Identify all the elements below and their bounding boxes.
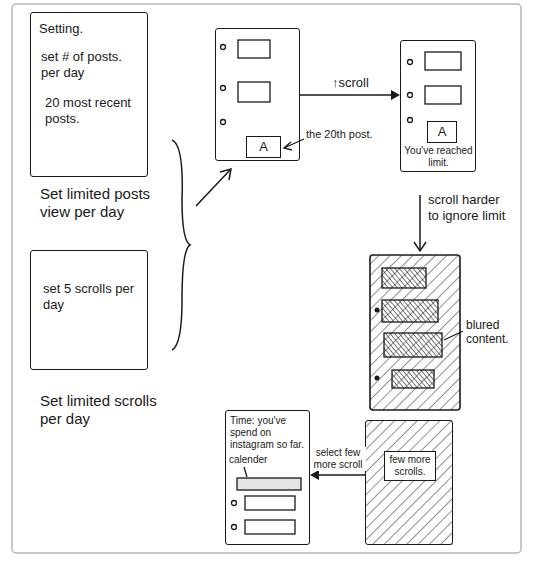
post-text: A xyxy=(427,121,457,143)
flow-arrow xyxy=(310,470,365,480)
annotation: scroll harder to ignore limit xyxy=(428,192,510,223)
bullet-dot xyxy=(375,308,380,313)
node-text: Setting. xyxy=(39,21,139,37)
arrow-stroke xyxy=(419,195,421,250)
blurred-post xyxy=(382,300,438,322)
blurred-post xyxy=(392,370,434,388)
node-text: 20 most recent posts. xyxy=(45,95,141,126)
bullet-dot xyxy=(408,93,413,98)
blurred-post xyxy=(384,333,442,357)
feed-items xyxy=(232,467,302,534)
bullet-dot xyxy=(408,118,413,123)
post-text: A xyxy=(246,136,281,158)
node-text: set # of posts. per day xyxy=(41,49,141,80)
leader-line xyxy=(444,331,463,340)
settings-phone: Setting. set # of posts. per day 20 most r… xyxy=(30,12,148,177)
post-text: few more scrolls. xyxy=(384,451,436,481)
arrow-head xyxy=(391,90,400,100)
bullet-dot xyxy=(221,86,226,91)
bullet-dot xyxy=(232,525,237,530)
arrow-stroke xyxy=(318,474,365,476)
edge-label: select few more scroll xyxy=(310,447,366,471)
time-phone: Time: you've spend on instagram so far. xyxy=(225,410,310,545)
feed-items xyxy=(408,52,462,123)
post-box xyxy=(238,82,270,102)
arrow-stroke xyxy=(300,94,392,96)
leader-stroke xyxy=(284,139,304,148)
edge-label: ↑scroll xyxy=(330,75,371,91)
annotation: blured content. xyxy=(466,318,526,347)
settings-phone: set 5 scrolls per day xyxy=(30,250,148,370)
limit-phone: AYou've reached limit. xyxy=(400,40,476,172)
arrow-head xyxy=(284,142,292,150)
curly-bracket xyxy=(172,140,231,350)
bullet-dot xyxy=(375,376,380,381)
leader-line xyxy=(284,139,304,150)
bracket-stroke xyxy=(172,140,190,350)
post-box xyxy=(425,86,461,104)
arrow-head xyxy=(220,169,231,180)
leader-line xyxy=(244,467,247,477)
annotation: calender xyxy=(229,454,289,466)
feed-items xyxy=(221,40,271,125)
time-bar xyxy=(237,478,301,490)
bullet-dot xyxy=(221,120,226,125)
post-box xyxy=(425,52,461,70)
bracket-arrow xyxy=(196,170,230,206)
hatched-phone: few more scrolls. xyxy=(365,420,453,545)
blurred-phone xyxy=(370,255,463,410)
flow-arrow xyxy=(300,90,400,100)
arrow-head xyxy=(414,242,426,251)
post-box xyxy=(238,40,270,58)
annotation: the 20th post. xyxy=(306,128,378,141)
blurred-post xyxy=(382,268,426,288)
post-box xyxy=(245,520,295,534)
caption: Set limited scrolls per day xyxy=(40,392,170,428)
arrow-head xyxy=(310,470,319,480)
node-text: set 5 scrolls per day xyxy=(43,281,139,312)
bullet-dot xyxy=(408,60,413,65)
feed-phone: A xyxy=(215,28,300,161)
caption: Set limited posts view per day xyxy=(40,185,180,221)
phone-outline xyxy=(370,255,460,410)
hatched-screen xyxy=(365,420,453,545)
page-frame xyxy=(12,4,521,553)
bullet-dot xyxy=(232,501,237,506)
node-text: Time: you've spend on instagram so far. xyxy=(230,415,307,451)
post-box xyxy=(245,496,295,510)
down-arrow xyxy=(414,195,426,251)
node-text: You've reached limit. xyxy=(403,145,474,169)
bullet-dot xyxy=(221,45,226,50)
